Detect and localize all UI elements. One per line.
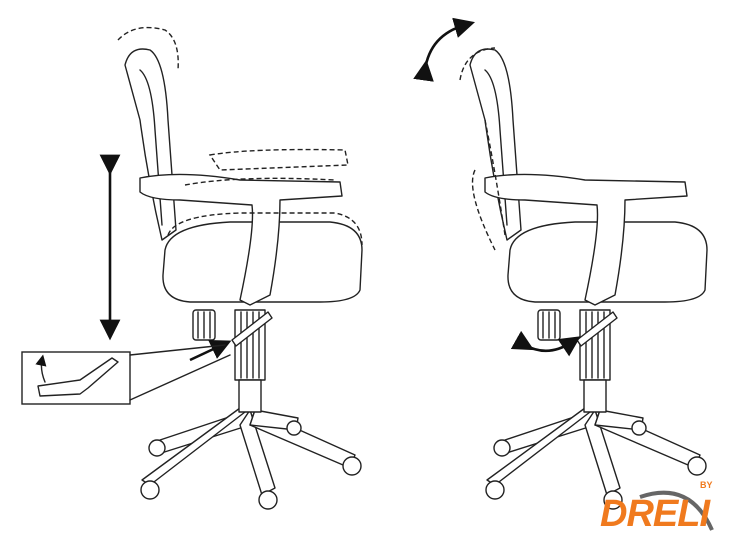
chair-left (124, 48, 363, 510)
brand-logo-by: BY (700, 480, 713, 490)
left-dashed-outlines (117, 26, 363, 246)
knob-rotate-arrow (510, 330, 581, 357)
lever-pointer-arrow (189, 339, 232, 362)
tilt-arrow (413, 17, 475, 82)
brand-logo: DRELI (600, 493, 710, 535)
lever-detail-inset (21, 344, 231, 405)
chair-right (459, 47, 708, 510)
logo-swoosh (639, 490, 714, 531)
